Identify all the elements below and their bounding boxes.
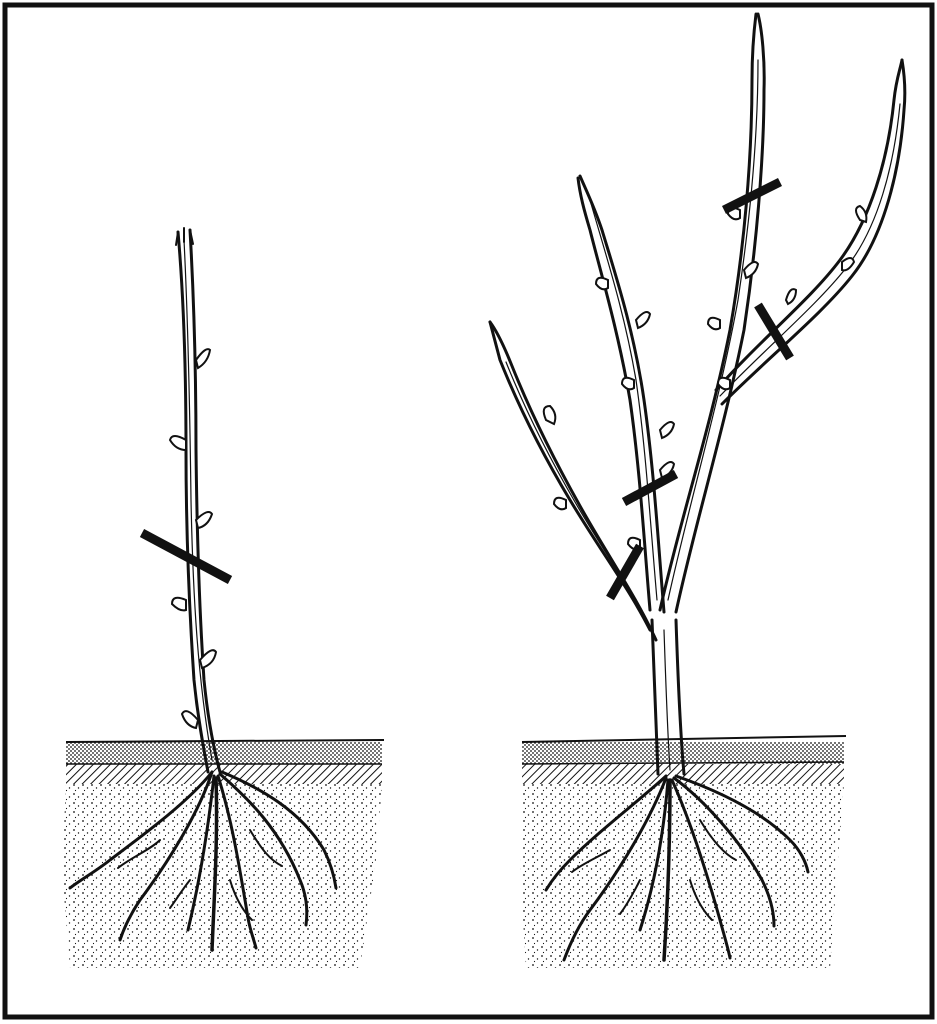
right-plant: [490, 14, 905, 968]
right-branches: [490, 14, 905, 774]
left-plant: [62, 228, 384, 968]
right-cut-mark-upper-left: [624, 474, 676, 502]
left-stem: [176, 228, 220, 772]
left-soil: [62, 740, 384, 968]
